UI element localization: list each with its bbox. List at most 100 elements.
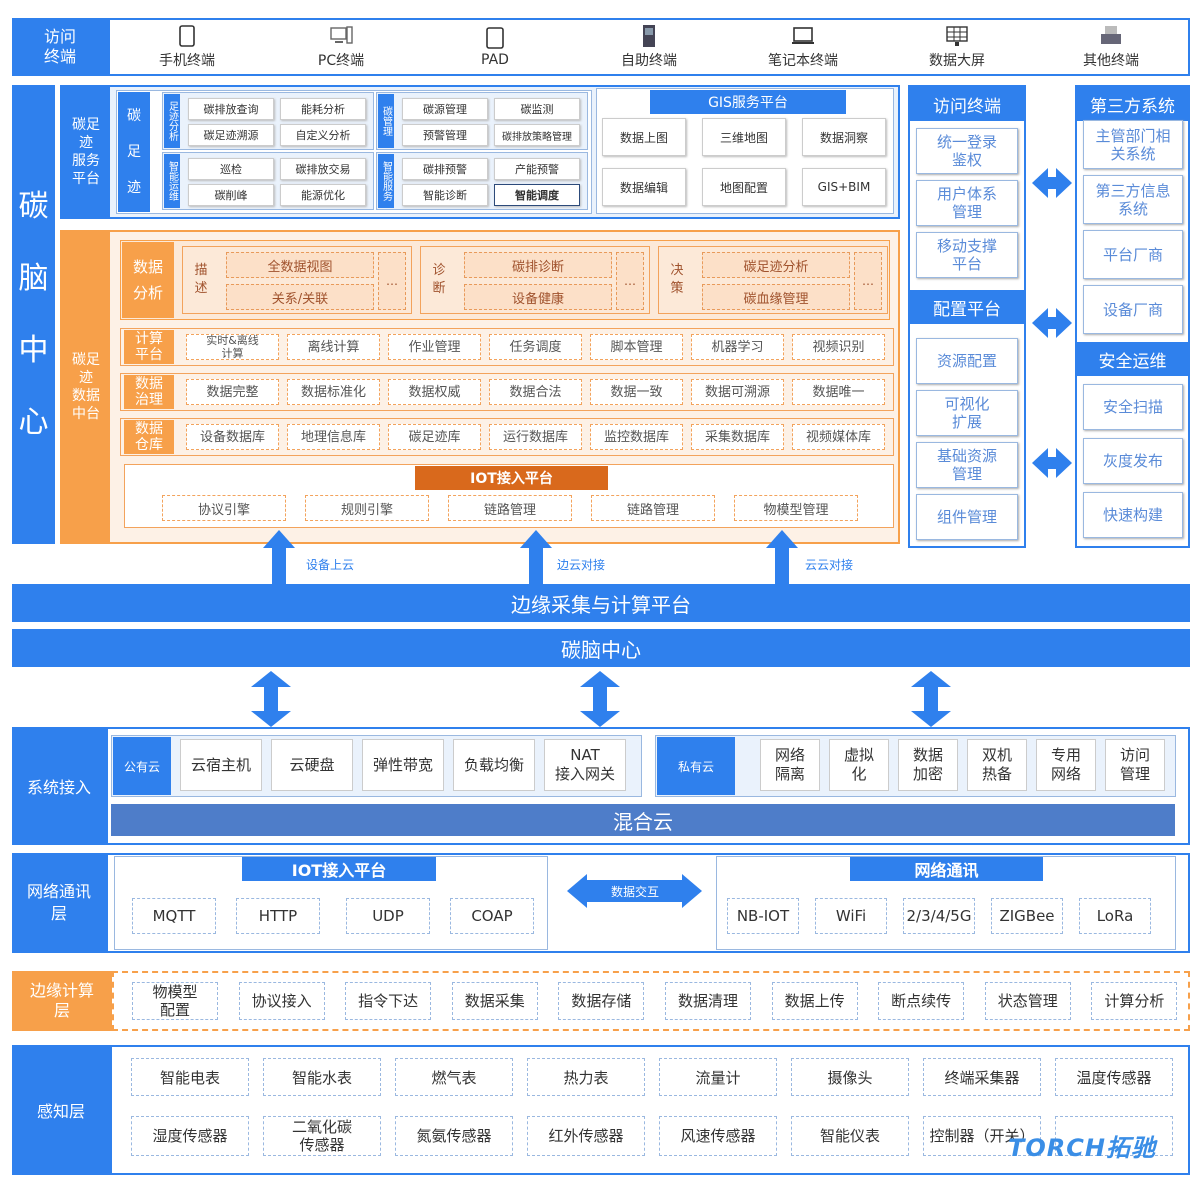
sensor-item[interactable]: 燃气表 bbox=[395, 1058, 513, 1096]
right-col-item[interactable]: 第三方信息 系统 bbox=[1083, 175, 1183, 224]
sensor-item[interactable]: 终端采集器 bbox=[923, 1058, 1041, 1096]
right-col-item[interactable]: 灰度发布 bbox=[1083, 438, 1183, 484]
net-comm-item[interactable]: 2/3/4/5G bbox=[903, 898, 975, 934]
data-row-item[interactable]: 视频识别 bbox=[792, 334, 885, 360]
net-comm-item[interactable]: LoRa bbox=[1079, 898, 1151, 934]
gis-item[interactable]: GIS+BIM bbox=[802, 168, 886, 206]
net-iot-item[interactable]: HTTP bbox=[236, 898, 320, 934]
gis-item[interactable]: 三维地图 bbox=[702, 118, 786, 156]
data-row-item[interactable]: 视频媒体库 bbox=[792, 424, 885, 450]
public-cloud-item[interactable]: NAT 接入网关 bbox=[544, 739, 626, 791]
edge-item[interactable]: 指令下达 bbox=[345, 982, 432, 1020]
sensor-item[interactable]: 二氧化碳 传感器 bbox=[263, 1116, 381, 1156]
right-col-item[interactable]: 组件管理 bbox=[916, 494, 1018, 540]
sensor-item[interactable]: 风速传感器 bbox=[659, 1116, 777, 1156]
data-row-item[interactable]: 作业管理 bbox=[388, 334, 481, 360]
access-item-0[interactable]: 手机终端 bbox=[110, 20, 264, 74]
data-row-item[interactable]: 数据合法 bbox=[489, 379, 582, 405]
private-cloud-item[interactable]: 专用 网络 bbox=[1036, 739, 1096, 791]
right-col-item[interactable]: 移动支撑 平台 bbox=[916, 232, 1018, 278]
sensor-item[interactable]: 温度传感器 bbox=[1055, 1058, 1173, 1096]
data-row-item[interactable]: 实时&离线 计算 bbox=[186, 334, 279, 360]
right-col-item[interactable]: 设备厂商 bbox=[1083, 285, 1183, 334]
public-cloud-item[interactable]: 弹性带宽 bbox=[362, 739, 444, 791]
service-item[interactable]: 碳排预警 bbox=[402, 158, 488, 180]
data-row-item[interactable]: 数据完整 bbox=[186, 379, 279, 405]
access-item-3[interactable]: 自助终端 bbox=[572, 20, 726, 74]
access-item-1[interactable]: PC终端 bbox=[264, 20, 418, 74]
data-row-item[interactable]: 脚本管理 bbox=[590, 334, 683, 360]
net-comm-item[interactable]: ZIGBee bbox=[991, 898, 1063, 934]
service-item[interactable]: 能源优化 bbox=[280, 184, 366, 206]
edge-item[interactable]: 断点续传 bbox=[878, 982, 965, 1020]
net-iot-item[interactable]: COAP bbox=[450, 898, 534, 934]
service-item[interactable]: 产能预警 bbox=[494, 158, 580, 180]
edge-item[interactable]: 物模型 配置 bbox=[132, 982, 218, 1020]
service-item[interactable]: 预警管理 bbox=[402, 124, 488, 146]
data-row-item[interactable]: 任务调度 bbox=[489, 334, 582, 360]
net-comm-item[interactable]: NB-IOT bbox=[727, 898, 799, 934]
service-item[interactable]: 巡检 bbox=[188, 158, 274, 180]
service-item[interactable]: 碳监测 bbox=[494, 98, 580, 120]
gis-item[interactable]: 地图配置 bbox=[702, 168, 786, 206]
data-row-item[interactable]: 监控数据库 bbox=[590, 424, 683, 450]
right-col-item[interactable]: 安全扫描 bbox=[1083, 384, 1183, 430]
right-col-item[interactable]: 基础资源 管理 bbox=[916, 442, 1018, 488]
data-row-item[interactable]: 地理信息库 bbox=[287, 424, 380, 450]
data-row-item[interactable]: 数据可溯源 bbox=[691, 379, 784, 405]
data-row-item[interactable]: 碳足迹库 bbox=[388, 424, 481, 450]
sensor-item[interactable]: 智能水表 bbox=[263, 1058, 381, 1096]
gis-item[interactable]: 数据编辑 bbox=[602, 168, 686, 206]
analysis-item[interactable]: 全数据视图 bbox=[226, 252, 374, 278]
private-cloud-item[interactable]: 访问 管理 bbox=[1105, 739, 1165, 791]
private-cloud-item[interactable]: 虚拟 化 bbox=[829, 739, 889, 791]
sensor-item[interactable]: 流量计 bbox=[659, 1058, 777, 1096]
gis-item[interactable]: 数据上图 bbox=[602, 118, 686, 156]
private-cloud-item[interactable]: 网络 隔离 bbox=[760, 739, 820, 791]
net-iot-item[interactable]: UDP bbox=[346, 898, 430, 934]
service-item[interactable]: 碳削峰 bbox=[188, 184, 274, 206]
right-col-item[interactable]: 统一登录 鉴权 bbox=[916, 128, 1018, 174]
private-cloud-item[interactable]: 双机 热备 bbox=[967, 739, 1027, 791]
service-item[interactable]: 碳排放交易 bbox=[280, 158, 366, 180]
right-col-item[interactable]: 资源配置 bbox=[916, 338, 1018, 384]
analysis-item[interactable]: 关系/关联 bbox=[226, 284, 374, 310]
data-row-item[interactable]: 机器学习 bbox=[691, 334, 784, 360]
service-item[interactable]: 碳源管理 bbox=[402, 98, 488, 120]
edge-item[interactable]: 数据清理 bbox=[665, 982, 751, 1020]
sensor-item[interactable]: 红外传感器 bbox=[527, 1116, 645, 1156]
data-row-item[interactable]: 数据标准化 bbox=[287, 379, 380, 405]
sensor-item[interactable]: 摄像头 bbox=[791, 1058, 909, 1096]
right-col-item[interactable]: 快速构建 bbox=[1083, 492, 1183, 538]
edge-item[interactable]: 数据上传 bbox=[771, 982, 858, 1020]
service-item[interactable]: 碳足迹溯源 bbox=[188, 124, 274, 146]
sensor-item[interactable] bbox=[1055, 1116, 1173, 1156]
edge-item[interactable]: 状态管理 bbox=[984, 982, 1071, 1020]
service-item[interactable]: 碳排放策略管理 bbox=[494, 124, 580, 146]
data-row-item[interactable]: 数据权威 bbox=[388, 379, 481, 405]
sensor-item[interactable]: 智能电表 bbox=[131, 1058, 249, 1096]
right-col-item[interactable]: 用户体系 管理 bbox=[916, 180, 1018, 226]
edge-item[interactable]: 数据存储 bbox=[558, 982, 645, 1020]
iot-item[interactable]: 规则引擎 bbox=[305, 495, 429, 521]
service-item[interactable]: 智能调度 bbox=[494, 184, 580, 206]
sensor-item[interactable]: 智能仪表 bbox=[791, 1116, 909, 1156]
gis-item[interactable]: 数据洞察 bbox=[802, 118, 886, 156]
access-item-6[interactable]: 其他终端 bbox=[1034, 20, 1188, 74]
access-item-2[interactable]: PAD bbox=[418, 20, 572, 74]
right-col-item[interactable]: 主管部门相 关系统 bbox=[1083, 120, 1183, 169]
net-comm-item[interactable]: WiFi bbox=[815, 898, 887, 934]
right-col-item[interactable]: 可视化 扩展 bbox=[916, 390, 1018, 436]
public-cloud-item[interactable]: 云硬盘 bbox=[271, 739, 353, 791]
data-row-item[interactable]: 离线计算 bbox=[287, 334, 380, 360]
data-row-item[interactable]: 运行数据库 bbox=[489, 424, 582, 450]
right-col-item[interactable]: 平台厂商 bbox=[1083, 230, 1183, 279]
sensor-item[interactable]: 热力表 bbox=[527, 1058, 645, 1096]
edge-item[interactable]: 数据采集 bbox=[451, 982, 538, 1020]
edge-item[interactable]: 计算分析 bbox=[1091, 982, 1178, 1020]
data-row-item[interactable]: 数据一致 bbox=[590, 379, 683, 405]
analysis-item[interactable]: 碳足迹分析 bbox=[702, 252, 850, 278]
edge-item[interactable]: 协议接入 bbox=[238, 982, 325, 1020]
iot-item[interactable]: 协议引擎 bbox=[162, 495, 286, 521]
data-row-item[interactable]: 设备数据库 bbox=[186, 424, 279, 450]
